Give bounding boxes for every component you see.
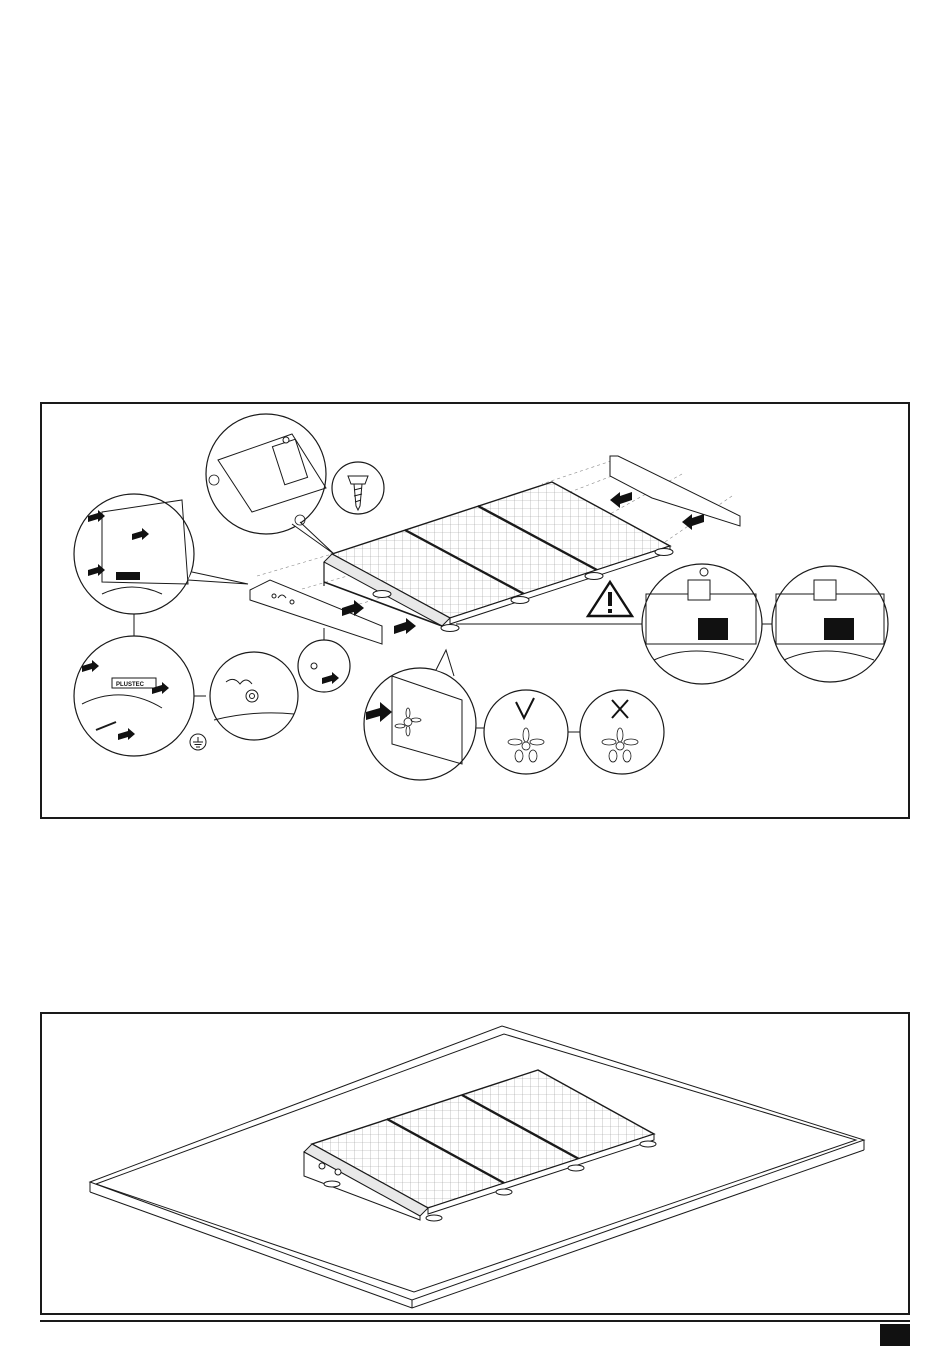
detail-callout-bolt xyxy=(298,640,350,692)
warning-triangle-icon xyxy=(588,582,632,616)
finished-installation-diagram xyxy=(42,1014,908,1313)
detail-callout-end-clamp-result xyxy=(772,566,888,682)
detail-callout-clamp xyxy=(206,414,334,554)
plustec-label: PLUSTEC xyxy=(116,682,145,688)
wrong-orientation-callout xyxy=(580,690,664,774)
solar-panel-array xyxy=(304,1070,656,1221)
finished-installation-panel xyxy=(40,1012,910,1315)
footer-rule xyxy=(40,1320,910,1322)
assembly-diagram-panel: PLUSTEC xyxy=(40,402,910,819)
self-tapping-screw-icon xyxy=(332,462,384,514)
ground-symbol-icon xyxy=(190,734,206,750)
detail-callout-washer xyxy=(210,652,298,740)
detail-callout-end-clamp xyxy=(642,564,762,684)
right-side-bracket xyxy=(610,456,740,526)
detail-callout-cutout xyxy=(364,650,476,780)
assembly-diagram: PLUSTEC xyxy=(42,404,908,817)
left-side-bracket xyxy=(250,580,382,644)
correct-orientation-callout xyxy=(484,690,568,774)
detail-callout-grounding: PLUSTEC xyxy=(74,636,194,756)
page-marker xyxy=(880,1324,910,1346)
